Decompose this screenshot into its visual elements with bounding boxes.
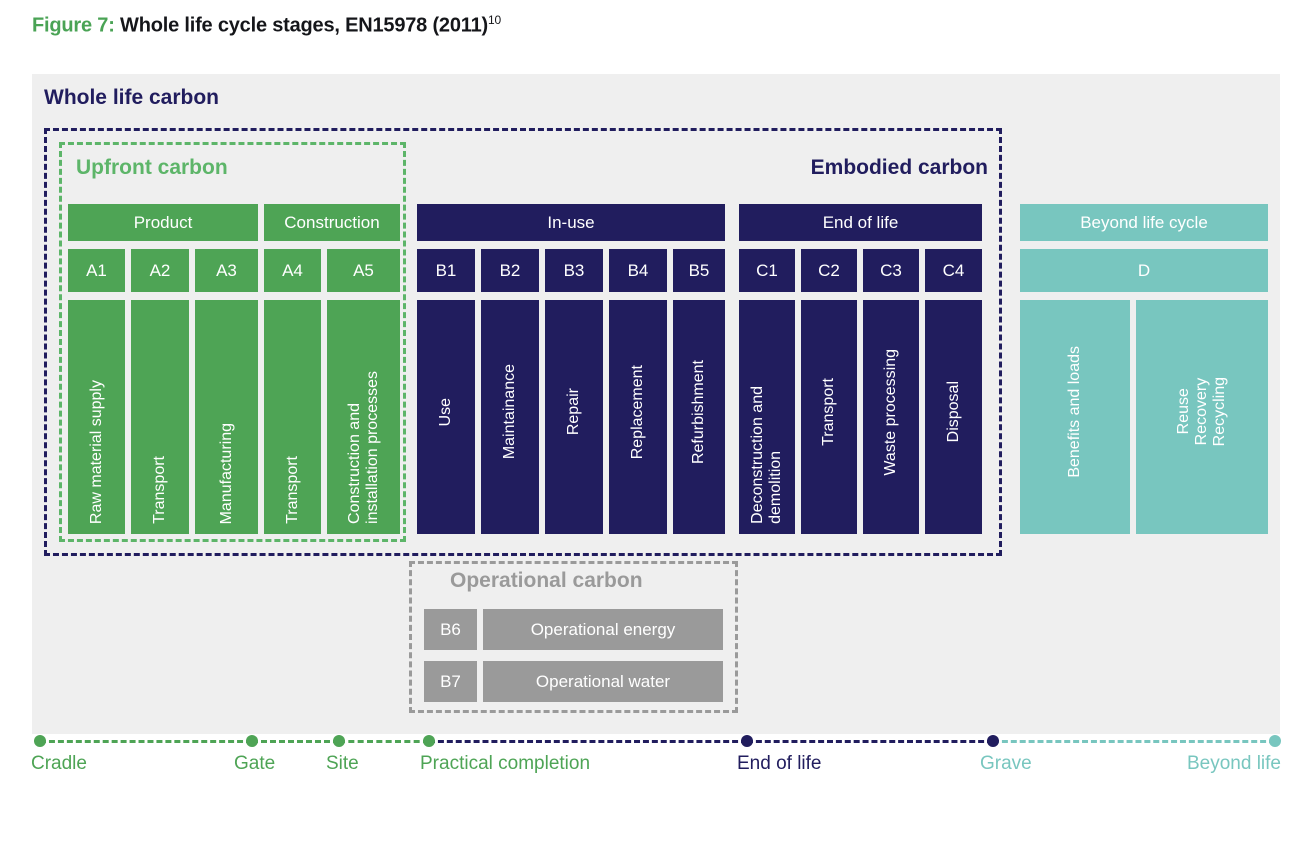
stage-cell-refurbishment: Refurbishment: [673, 300, 725, 534]
upfront-carbon-label: Upfront carbon: [76, 156, 228, 179]
group-header-product: Product: [68, 204, 258, 241]
stage-cell-manufacturing: Manufacturing: [195, 300, 258, 534]
stage-cell-disposal: Disposal: [925, 300, 982, 534]
stage-label: Replacement: [629, 364, 647, 460]
stage-label: Maintainance: [501, 364, 519, 460]
code-cell-a5: A5: [327, 249, 400, 292]
code-cell-b6: B6: [424, 609, 477, 650]
stage-label: Disposal: [944, 381, 962, 443]
stage-cell-use: Use: [417, 300, 475, 534]
timeline-segment-grave-beyond: [993, 740, 1275, 743]
group-header-construction: Construction: [264, 204, 400, 241]
stage-label: Waste processing: [882, 348, 900, 476]
code-cell-d: D: [1020, 249, 1268, 292]
stage-cell-repair: Repair: [545, 300, 603, 534]
code-cell-c1: C1: [739, 249, 795, 292]
figure-number: Figure 7:: [32, 14, 115, 37]
timeline-dot-beyond-life: [1269, 735, 1281, 747]
code-cell-c3: C3: [863, 249, 919, 292]
timeline-label-practical-completion: Practical completion: [420, 753, 591, 774]
code-cell-b3: B3: [545, 249, 603, 292]
operational-row-label-water: Operational water: [483, 661, 723, 702]
stage-label: Repair: [565, 388, 583, 436]
stage-label: Transport: [283, 456, 301, 524]
diagram-panel: Whole life carbon Upfront carbon Embodie…: [32, 74, 1280, 734]
timeline-dot-gate: [246, 735, 258, 747]
stage-label: Manufacturing: [217, 422, 235, 524]
code-cell-a4: A4: [264, 249, 321, 292]
timeline-label-grave: Grave: [980, 753, 1032, 774]
timeline-dot-end-of-life: [741, 735, 753, 747]
code-cell-b5: B5: [673, 249, 725, 292]
stage-cell-reuse-recovery-recycling: Reuse Recovery Recycling: [1136, 300, 1268, 534]
timeline-segment-end-grave: [747, 740, 993, 743]
stage-cell-transport-a2: Transport: [131, 300, 189, 534]
code-cell-a3: A3: [195, 249, 258, 292]
stage-cell-waste-processing: Waste processing: [863, 300, 919, 534]
stage-label: Use: [437, 397, 455, 427]
stage-label: Benefits and loads: [1066, 346, 1084, 478]
stage-cell-maintainance: Maintainance: [481, 300, 539, 534]
lifecycle-timeline: Cradle Gate Site Practical completion En…: [0, 0, 1312, 774]
stage-label: Transport: [820, 378, 838, 446]
stage-label: Construction and installation processes: [345, 371, 381, 524]
code-cell-c2: C2: [801, 249, 857, 292]
panel-title: Whole life carbon: [44, 86, 220, 109]
code-cell-b2: B2: [481, 249, 539, 292]
figure-footnote-marker: 10: [487, 13, 501, 27]
figure-title: Whole life cycle stages, EN15978 (2011): [120, 14, 488, 37]
stage-label: Reuse Recovery Recycling: [1175, 377, 1228, 447]
timeline-segment-practical-end: [429, 740, 747, 743]
timeline-segment-cradle-gate: [40, 740, 252, 743]
code-cell-a1: A1: [68, 249, 125, 292]
operational-carbon-label: Operational carbon: [450, 569, 643, 592]
operational-row-label-energy: Operational energy: [483, 609, 723, 650]
stage-cell-replacement: Replacement: [609, 300, 667, 534]
timeline-label-beyond-life: Beyond life: [1186, 753, 1281, 774]
stage-cell-benefits-and-loads: Benefits and loads: [1020, 300, 1130, 534]
group-header-beyond-life-cycle: Beyond life cycle: [1020, 204, 1268, 241]
operational-carbon-frame: [409, 561, 738, 713]
embodied-carbon-label: Embodied carbon: [810, 156, 988, 179]
figure-caption: Figure 7: Whole life cycle stages, EN159…: [32, 13, 501, 38]
timeline-dot-cradle: [34, 735, 46, 747]
stage-cell-transport-c2: Transport: [801, 300, 857, 534]
upfront-carbon-frame: [59, 142, 406, 542]
stage-label: Raw material supply: [87, 379, 105, 524]
stage-cell-transport-a4: Transport: [264, 300, 321, 534]
timeline-segment-site-practical: [339, 740, 429, 743]
stage-cell-deconstruction-and-demolition: Deconstruction and demolition: [739, 300, 795, 534]
stage-label: Refurbishment: [690, 359, 708, 465]
timeline-label-gate: Gate: [234, 753, 276, 774]
timeline-label-end-of-life: End of life: [737, 753, 822, 774]
stage-label: Transport: [151, 456, 169, 524]
timeline-dot-grave: [987, 735, 999, 747]
code-cell-a2: A2: [131, 249, 189, 292]
timeline-dot-site: [333, 735, 345, 747]
timeline-dot-practical-completion: [423, 735, 435, 747]
embodied-carbon-frame: [44, 128, 1002, 556]
code-cell-b7: B7: [424, 661, 477, 702]
code-cell-b1: B1: [417, 249, 475, 292]
timeline-segment-gate-site: [252, 740, 339, 743]
code-cell-c4: C4: [925, 249, 982, 292]
stage-label: Deconstruction and demolition: [749, 386, 784, 524]
timeline-label-cradle: Cradle: [31, 753, 87, 774]
group-header-in-use: In-use: [417, 204, 725, 241]
code-cell-b4: B4: [609, 249, 667, 292]
stage-cell-raw-material-supply: Raw material supply: [68, 300, 125, 534]
stage-cell-construction-and-installation-processes: Construction and installation processes: [327, 300, 400, 534]
group-header-end-of-life: End of life: [739, 204, 982, 241]
timeline-label-site: Site: [326, 753, 359, 774]
